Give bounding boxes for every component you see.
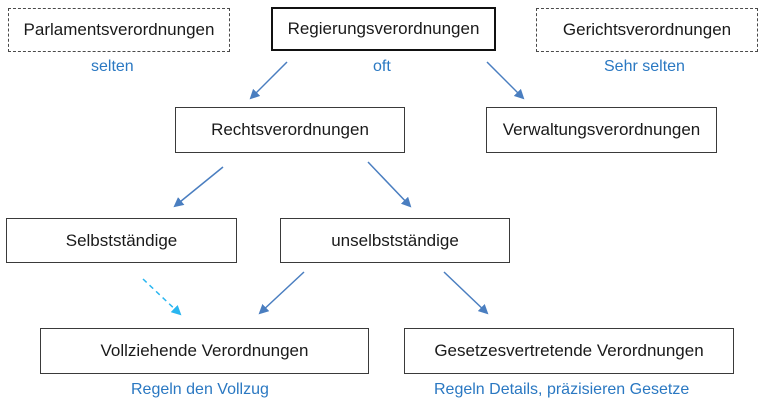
note-regeln-details: Regeln Details, präzisieren Gesetze — [434, 381, 690, 398]
note-selten: selten — [91, 58, 134, 75]
node-selbststaendige: Selbstständige — [6, 218, 237, 263]
arrow-unselbst-to-vollziehend — [258, 271, 305, 315]
node-parlamentsverordnungen: Parlamentsverordnungen — [8, 8, 230, 52]
arrow-rechts-to-unselbst — [367, 161, 412, 208]
node-gerichtsverordnungen: Gerichtsverordnungen — [536, 8, 758, 52]
node-gesetzesvertretende-verordnungen: Gesetzesvertretende Verordnungen — [404, 328, 734, 374]
arrow-selbst-to-vollziehend — [142, 278, 182, 316]
arrow-rechts-to-selbst — [173, 166, 224, 208]
note-oft: oft — [373, 58, 391, 75]
note-regeln-den-vollzug: Regeln den Vollzug — [131, 381, 269, 398]
node-regierungsverordnungen: Regierungsverordnungen — [271, 7, 496, 51]
arrow-regierung-to-rechts — [249, 61, 288, 100]
node-rechtsverordnungen: Rechtsverordnungen — [175, 107, 405, 153]
node-unselbststaendige: unselbstständige — [280, 218, 510, 263]
node-vollziehende-verordnungen: Vollziehende Verordnungen — [40, 328, 369, 374]
note-sehr-selten: Sehr selten — [604, 58, 685, 75]
arrow-regierung-to-verwaltung — [486, 61, 525, 100]
node-verwaltungsverordnungen: Verwaltungsverordnungen — [486, 107, 717, 153]
arrow-unselbst-to-gesetzesvertretend — [443, 271, 489, 315]
